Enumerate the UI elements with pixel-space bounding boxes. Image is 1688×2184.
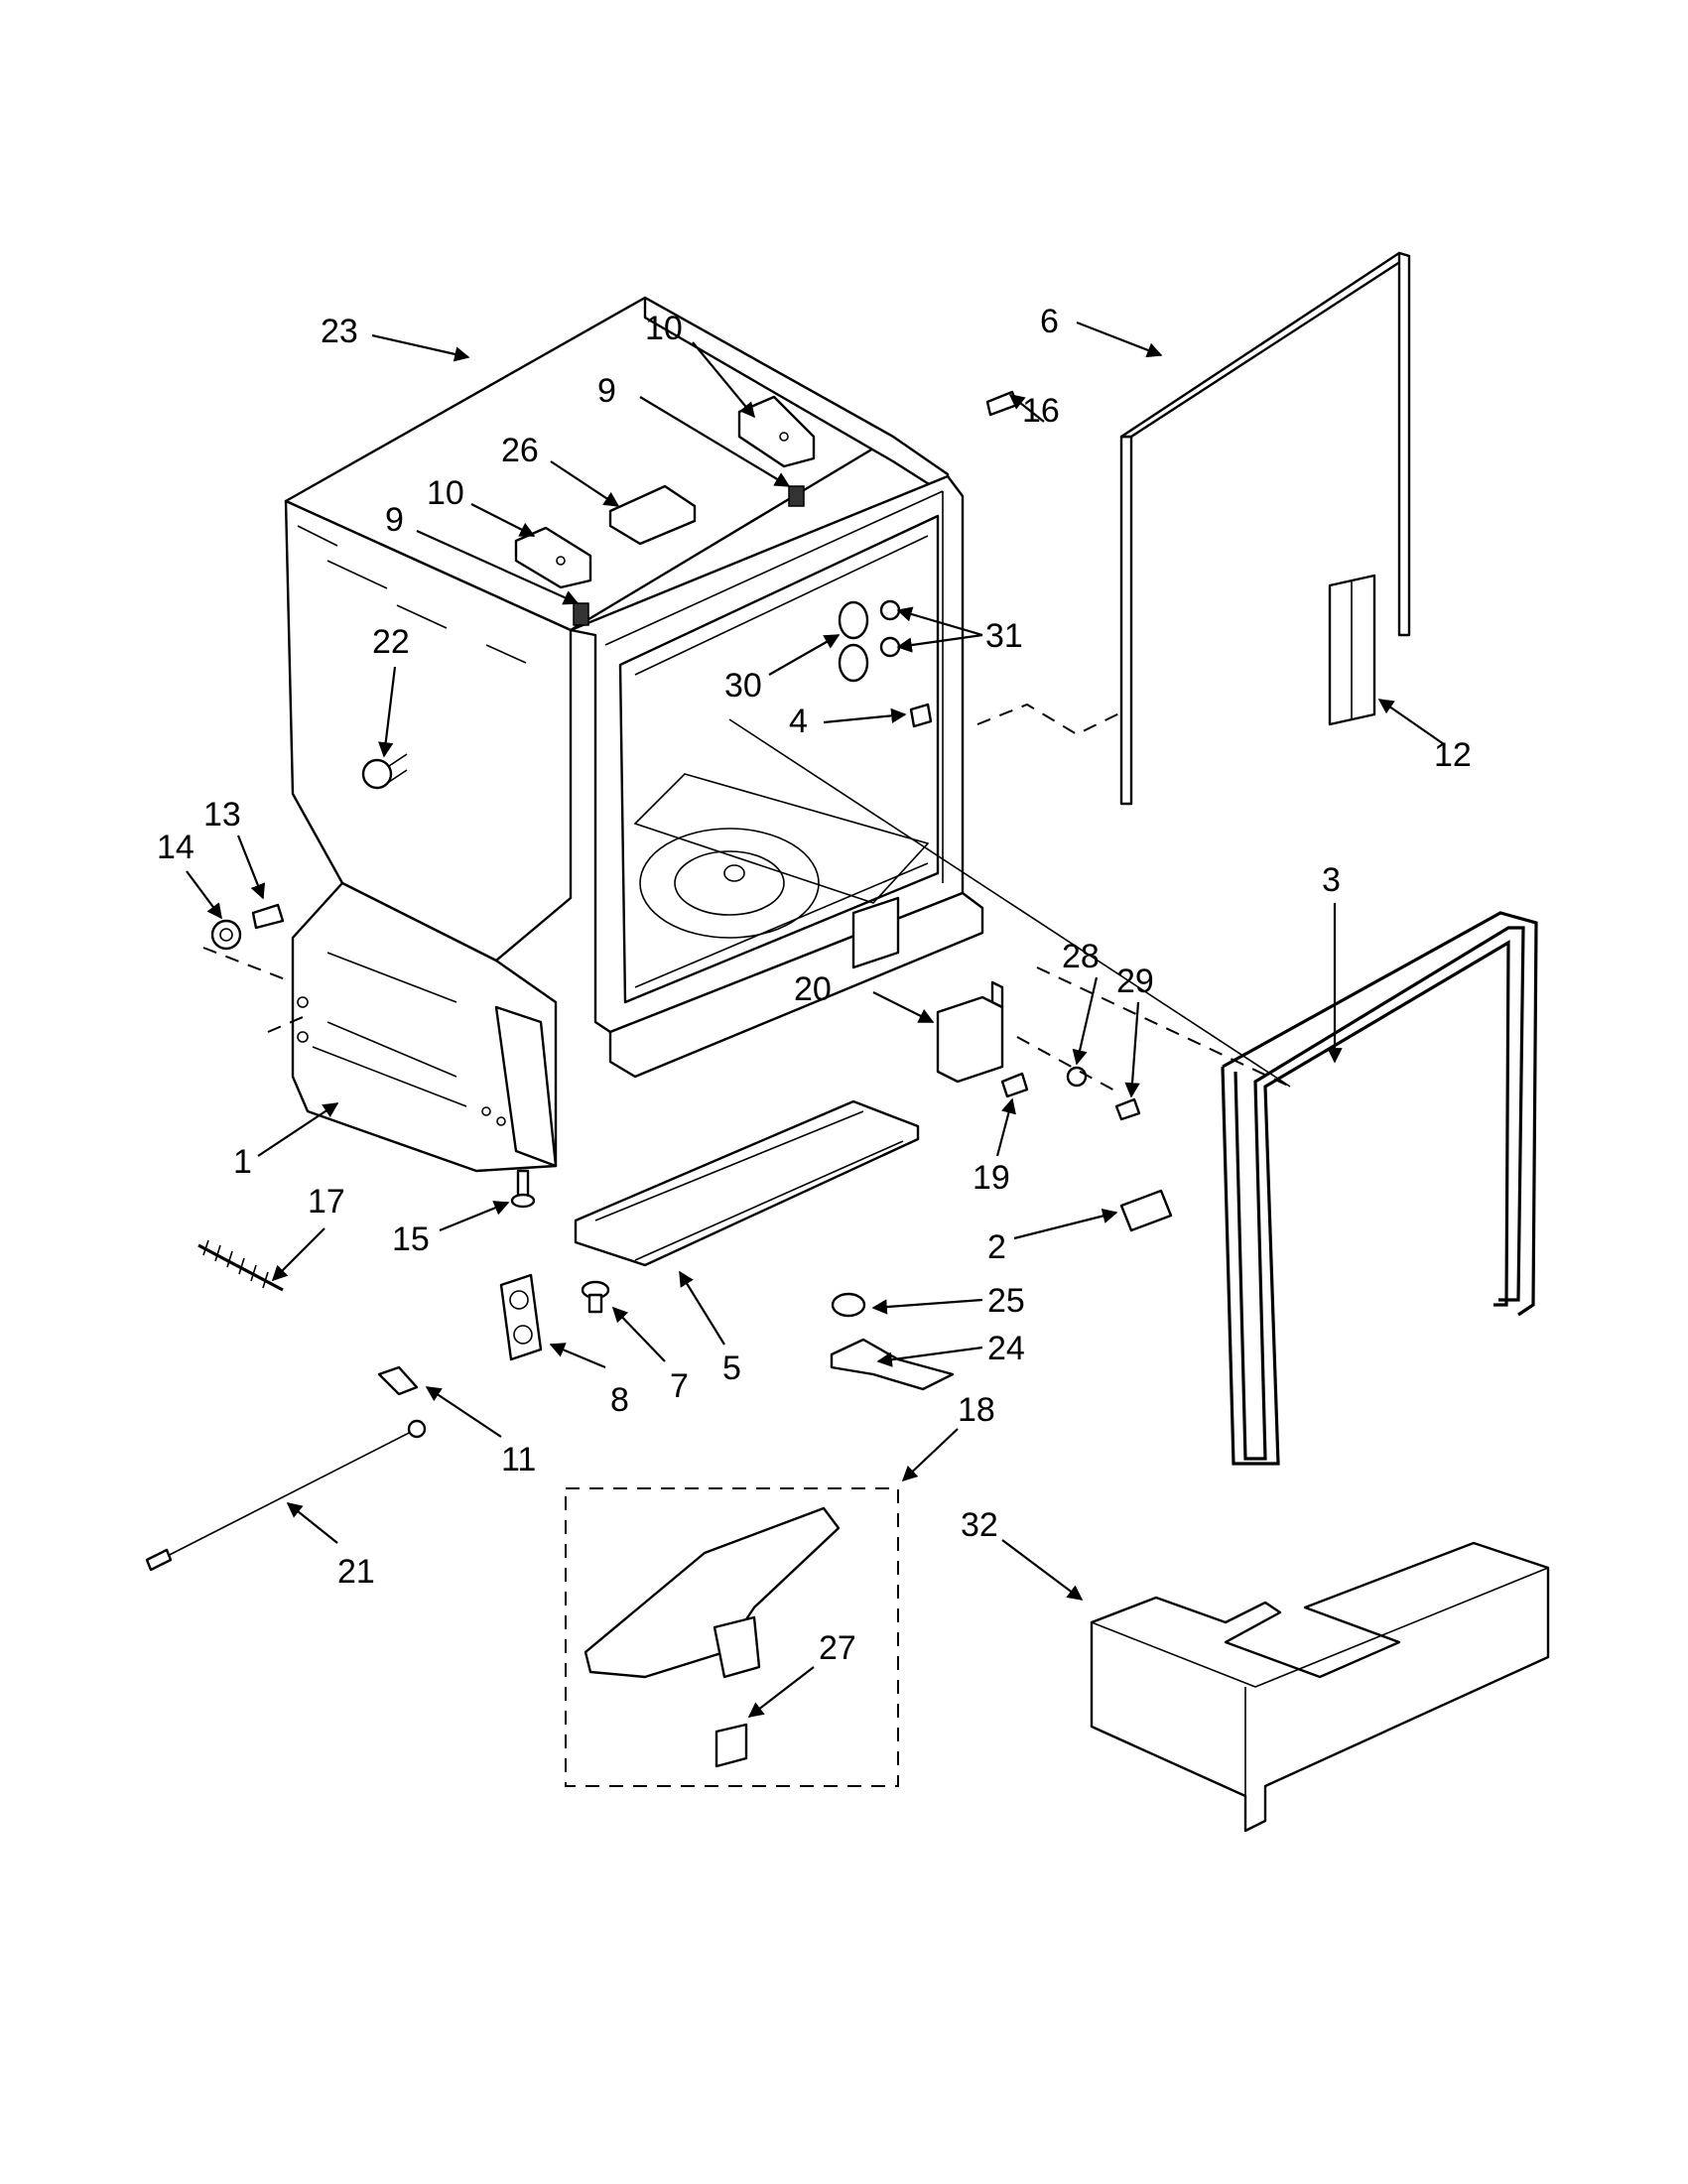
pump-housing (584, 1506, 841, 1679)
thermostat (831, 1292, 866, 1318)
callout-5: 5 (722, 1349, 741, 1387)
tub-bumper (361, 753, 408, 790)
callout-14: 14 (157, 829, 195, 866)
callout-11: 11 (501, 1441, 536, 1478)
guide-line-bracket (1016, 1036, 1117, 1092)
pump-kit-box (565, 1487, 899, 1787)
callout-24: 24 (987, 1330, 1025, 1367)
panel-fastener (581, 1280, 610, 1314)
insulation-blanket (1090, 1541, 1550, 1833)
hinge-bracket-front (514, 526, 592, 589)
callout-26: 26 (501, 432, 539, 469)
pump-sensor (714, 1723, 748, 1768)
door-gasket (1221, 911, 1538, 1466)
callout-20: 20 (794, 970, 832, 1008)
roller-washers (879, 599, 901, 658)
mounting-screw (985, 390, 1019, 417)
bracket-screw (1000, 1072, 1029, 1098)
callout-2: 2 (987, 1228, 1006, 1266)
insulation-tube (1328, 574, 1376, 726)
callout-labels: 23 10 9 26 10 9 6 16 31 30 4 12 22 13 14… (157, 303, 1472, 1667)
callout-4: 4 (789, 703, 808, 740)
door-cable (145, 1419, 427, 1572)
callout-22: 22 (372, 623, 410, 661)
callout-19: 19 (973, 1159, 1010, 1197)
door-latch (1119, 1189, 1173, 1232)
guide-line-left (202, 947, 294, 983)
tub-assembly (284, 296, 984, 1173)
callout-25: 25 (987, 1282, 1025, 1320)
guide-line-right (976, 703, 1122, 736)
grommet (499, 1273, 543, 1361)
callout-27: 27 (819, 1629, 856, 1667)
hinge-washer (1066, 1066, 1088, 1088)
callout-10-rear: 10 (645, 310, 683, 347)
callout-1: 1 (233, 1143, 252, 1181)
callout-29: 29 (1116, 963, 1154, 1000)
callout-30: 30 (724, 667, 762, 705)
callout-7: 7 (670, 1367, 689, 1405)
callout-8: 8 (610, 1381, 629, 1419)
callout-21: 21 (337, 1553, 375, 1591)
leader-arrows (186, 321, 1445, 1718)
callout-18: 18 (958, 1391, 995, 1429)
hinge-screw (1114, 1097, 1141, 1121)
cable-screw (377, 1365, 419, 1396)
roller-nut (909, 703, 933, 728)
callout-23: 23 (321, 313, 358, 350)
callout-15: 15 (392, 1220, 430, 1258)
guide-line-base (267, 1016, 304, 1033)
callout-32: 32 (961, 1506, 998, 1544)
callout-28: 28 (1062, 938, 1100, 975)
hinge-screw-rear (788, 485, 805, 507)
access-panel (574, 1099, 920, 1267)
callout-9-front: 9 (385, 501, 404, 539)
callout-31: 31 (985, 617, 1023, 655)
hinge-screw-front (573, 602, 589, 626)
thermostat-bracket (830, 1338, 955, 1391)
callout-10-front: 10 (427, 474, 464, 512)
rating-label (608, 484, 697, 546)
callout-16: 16 (1022, 392, 1060, 430)
leveling-screw (251, 903, 285, 930)
callout-9-rear: 9 (597, 372, 616, 410)
gasket-leader-line (728, 718, 1291, 1088)
hinge-mount-bracket (936, 980, 1004, 1084)
callout-13: 13 (203, 796, 241, 834)
leveling-leg (510, 1169, 536, 1209)
leveling-nut (210, 919, 242, 951)
side-trim (1119, 251, 1411, 806)
callout-17: 17 (308, 1183, 345, 1220)
callout-12: 12 (1434, 736, 1472, 774)
callout-3: 3 (1322, 861, 1341, 899)
hinge-bracket-rear (737, 395, 816, 468)
callout-6: 6 (1040, 303, 1059, 340)
door-roller (838, 600, 869, 683)
door-spring (197, 1239, 284, 1292)
